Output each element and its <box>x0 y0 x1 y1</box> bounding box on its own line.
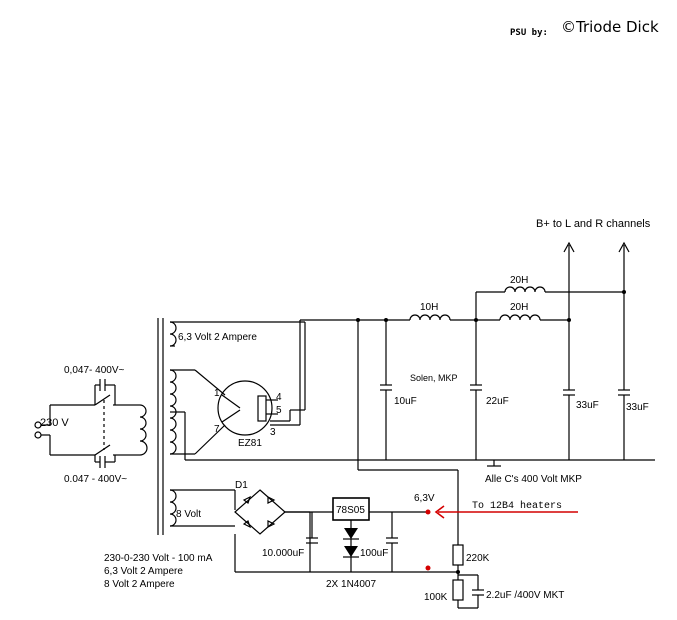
bridge-rectifier <box>234 489 311 572</box>
cap-note-label: Alle C's 400 Volt MKP <box>485 474 582 485</box>
cap-reg-in-label: 10.000uF <box>262 548 304 559</box>
aux-winding-label: 8 Volt <box>176 509 201 520</box>
c1-label: 10uF <box>394 396 417 407</box>
r1-label: 220K <box>466 553 490 564</box>
heater-winding-label: 6,3 Volt 2 Ampere <box>178 332 257 343</box>
cap-bottom-label: 0.047 - 400V~ <box>64 474 127 485</box>
tube-label: EZ81 <box>238 438 262 449</box>
c4-label: 33uF <box>626 402 649 413</box>
bridge-label: D1 <box>235 480 248 491</box>
spec-line-2: 6,3 Volt 2 Ampere <box>104 566 183 577</box>
rectifier-tube <box>217 319 410 436</box>
credit-author: ©Triode Dick <box>561 18 659 36</box>
mains-voltage-label: 230 V <box>40 417 69 429</box>
aux-winding <box>169 489 236 527</box>
regulator <box>235 497 458 573</box>
r2-label: 100K <box>424 592 448 603</box>
credit-prefix: PSU by: <box>510 28 548 38</box>
out-voltage-label: 6,3V <box>414 493 435 504</box>
transformer-core <box>157 318 164 535</box>
choke1-label: 10H <box>420 302 438 313</box>
cap-reg-out-label: 100uF <box>360 548 388 559</box>
c2-label: 22uF <box>486 396 509 407</box>
bias-divider <box>452 544 484 609</box>
cap-top-label: 0,047- 400V~ <box>64 365 124 376</box>
hv-winding <box>169 369 655 461</box>
pin5-label: 5 <box>276 405 282 416</box>
pin3-label: 3 <box>270 427 276 438</box>
choke2-label: 20H <box>510 275 528 286</box>
primary-winding <box>125 404 148 456</box>
diodes-label: 2X 1N4007 <box>326 579 376 590</box>
cap-type-label: Solen, MKP <box>410 373 458 383</box>
regulator-label: 78S05 <box>336 505 365 516</box>
b-plus-label: B+ to L and R channels <box>536 218 651 230</box>
pin1-label: 1 <box>214 388 220 399</box>
mains-switch <box>94 379 125 468</box>
heater-winding <box>169 321 306 411</box>
hv-filter <box>356 241 630 545</box>
c3-label: 33uF <box>576 400 599 411</box>
cap-divider-label: 2.2uF /400V MKT <box>486 590 564 601</box>
spec-line-3: 8 Volt 2 Ampere <box>104 579 175 590</box>
pin7-label: 7 <box>214 424 220 435</box>
heater-feed-arrow <box>425 505 578 571</box>
pin4-label: 4 <box>276 392 282 403</box>
heater-feed-label: To 12B4 heaters <box>472 500 562 512</box>
spec-line-1: 230-0-230 Volt - 100 mA <box>104 553 213 564</box>
mains-input <box>34 404 95 456</box>
choke3-label: 20H <box>510 302 528 313</box>
